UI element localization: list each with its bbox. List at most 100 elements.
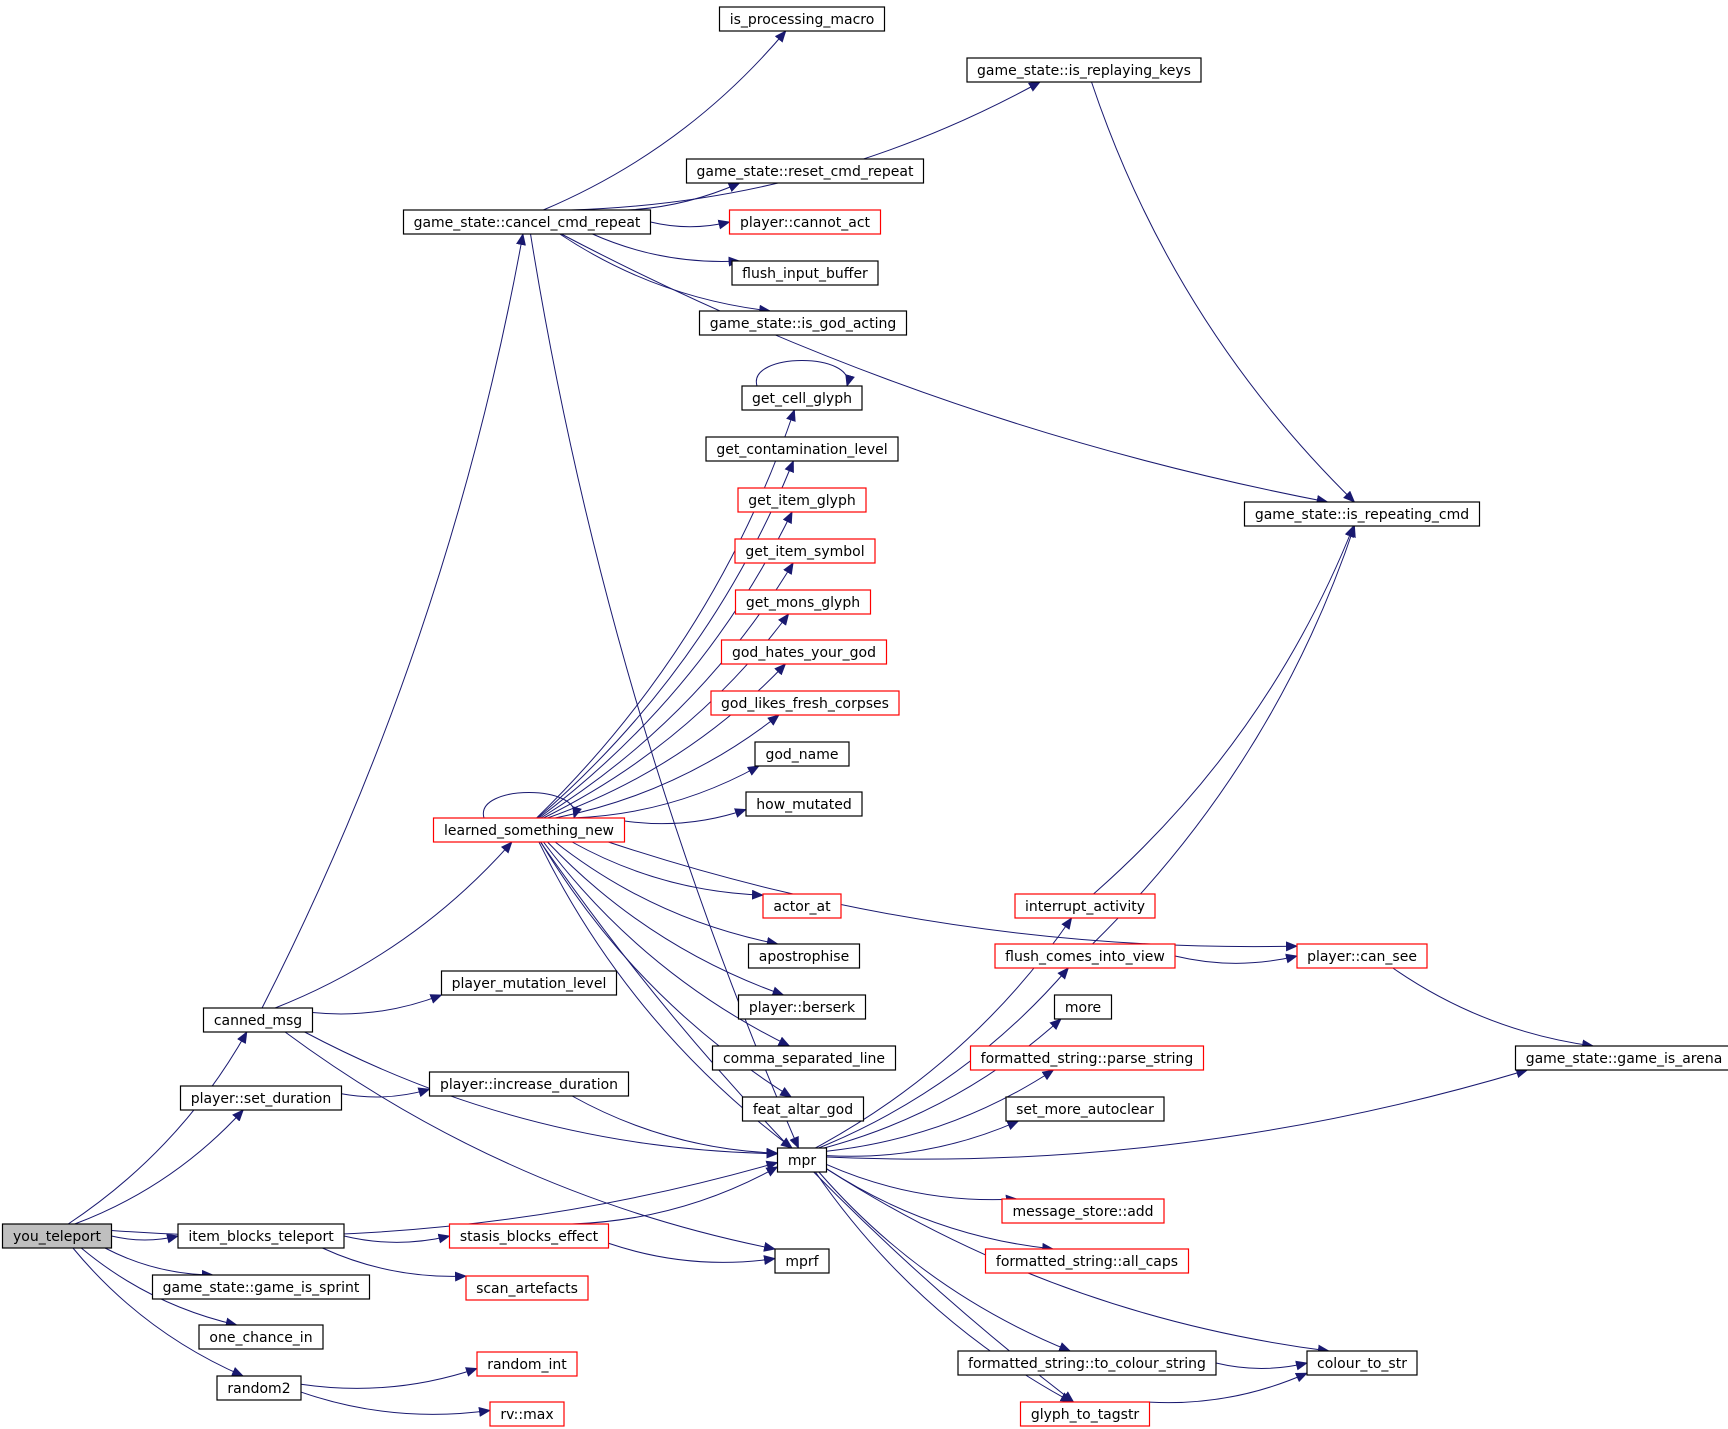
edge-item-blocks-teleport-to-stasis-blocks-effect: [343, 1233, 451, 1244]
node-is-processing-macro[interactable]: is_processing_macro: [718, 6, 886, 32]
node-get-item-symbol[interactable]: get_item_symbol: [734, 538, 876, 564]
node-box: [465, 1275, 589, 1301]
node-random2[interactable]: random2: [216, 1375, 302, 1401]
edge-mpr-to-to-colour-string: [818, 1171, 1072, 1352]
node-label: god_likes_fresh_corpses: [721, 696, 889, 712]
edge-cancel-cmd-repeat-to-is-replaying-keys: [570, 81, 1041, 211]
edge-learned-something-new-to-comma-separated-line: [543, 841, 791, 1047]
node-is-repeating-cmd[interactable]: game_state::is_repeating_cmd: [1243, 501, 1481, 527]
edge-you-teleport-to-item-blocks-teleport: [111, 1233, 179, 1244]
edge-cancel-cmd-repeat-to-is-repeating-cmd: [561, 233, 1329, 505]
node-god-likes-fresh-corpses[interactable]: god_likes_fresh_corpses: [710, 690, 900, 716]
edge-glyph-to-tagstr-to-colour-to-str: [1149, 1372, 1308, 1404]
edge-mpr-to-colour-to-str: [826, 1168, 1330, 1355]
node-one-chance-in[interactable]: one_chance_in: [198, 1324, 324, 1350]
node-more[interactable]: more: [1053, 994, 1113, 1020]
node-mprf[interactable]: mprf: [774, 1248, 830, 1274]
node-box: [448, 1223, 610, 1249]
node-cancel-cmd-repeat[interactable]: game_state::cancel_cmd_repeat: [402, 209, 652, 235]
node-label: formatted_string::all_caps: [996, 1254, 1178, 1270]
node-box: [402, 209, 652, 235]
node-feat-altar-god[interactable]: feat_altar_god: [741, 1096, 865, 1122]
node-player-mutation-level[interactable]: player_mutation_level: [440, 970, 618, 996]
node-is-god-acting[interactable]: game_state::is_god_acting: [698, 310, 908, 336]
node-label: set_more_autoclear: [1016, 1102, 1154, 1118]
node-box: [745, 791, 863, 817]
node-flush-comes-into-view[interactable]: flush_comes_into_view: [994, 943, 1176, 969]
node-get-mons-glyph[interactable]: get_mons_glyph: [734, 589, 872, 615]
node-box: [1, 1223, 113, 1249]
edge-mpr-to-game-is-arena: [826, 1068, 1529, 1160]
node-to-colour-string[interactable]: formatted_string::to_colour_string: [957, 1350, 1217, 1376]
node-parse-string[interactable]: formatted_string::parse_string: [969, 1045, 1205, 1071]
node-actor-at[interactable]: actor_at: [762, 893, 842, 919]
node-get-item-glyph[interactable]: get_item_glyph: [737, 487, 867, 513]
node-box: [428, 1071, 630, 1097]
edge-canned-msg-to-mprf: [284, 1031, 776, 1252]
node-player-set-duration[interactable]: player::set_duration: [179, 1085, 343, 1111]
edge-to-colour-string-to-colour-to-str: [1215, 1360, 1308, 1371]
node-layer: you_teleport canned_msgplayer::set_durati…: [1, 6, 1728, 1427]
node-box: [177, 1223, 345, 1249]
node-flush-input-buffer[interactable]: flush_input_buffer: [731, 260, 879, 286]
node-canned-msg[interactable]: canned_msg: [202, 1007, 314, 1033]
node-box: [711, 1045, 897, 1071]
node-reset-cmd-repeat[interactable]: game_state::reset_cmd_repeat: [685, 158, 925, 184]
edge-you-teleport-to-canned-msg: [67, 1031, 248, 1225]
node-label: stasis_blocks_effect: [460, 1229, 599, 1245]
node-rv-max[interactable]: rv::max: [489, 1401, 565, 1427]
node-get-cell-glyph[interactable]: get_cell_glyph: [741, 385, 863, 411]
edge-random2-to-random-int: [300, 1367, 478, 1389]
node-label: you_teleport: [13, 1229, 102, 1245]
node-item-blocks-teleport[interactable]: item_blocks_teleport: [177, 1223, 345, 1249]
node-learned-something-new[interactable]: learned_something_new: [432, 817, 626, 843]
node-game-is-sprint[interactable]: game_state::game_is_sprint: [151, 1274, 371, 1300]
node-get-contamination-level[interactable]: get_contamination_level: [705, 436, 899, 462]
node-you-teleport[interactable]: you_teleport: [1, 1223, 113, 1249]
node-box: [179, 1085, 343, 1111]
node-message-store-add[interactable]: message_store::add: [1001, 1198, 1165, 1224]
node-label: comma_separated_line: [723, 1051, 885, 1067]
node-all-caps[interactable]: formatted_string::all_caps: [984, 1248, 1190, 1274]
node-box: [776, 1147, 828, 1173]
node-box: [1014, 893, 1156, 919]
node-box: [705, 436, 899, 462]
node-label: one_chance_in: [209, 1330, 312, 1346]
node-box: [151, 1274, 371, 1300]
node-player-berserk[interactable]: player::berserk: [737, 994, 867, 1020]
node-is-replaying-keys[interactable]: game_state::is_replaying_keys: [966, 57, 1202, 83]
edge-cancel-cmd-repeat-to-flush-input-buffer: [592, 233, 741, 267]
node-player-cannot-act[interactable]: player::cannot_act: [728, 209, 882, 235]
node-game-is-arena[interactable]: game_state::game_is_arena: [1514, 1045, 1728, 1071]
node-god-name[interactable]: god_name: [754, 741, 850, 767]
node-apostrophise[interactable]: apostrophise: [747, 943, 861, 969]
node-interrupt-activity[interactable]: interrupt_activity: [1014, 893, 1156, 919]
node-colour-to-str[interactable]: colour_to_str: [1306, 1350, 1418, 1376]
node-god-hates-your-god[interactable]: god_hates_your_god: [720, 639, 888, 665]
node-how-mutated[interactable]: how_mutated: [745, 791, 863, 817]
node-comma-separated-line[interactable]: comma_separated_line: [711, 1045, 897, 1071]
node-label: god_name: [765, 747, 838, 763]
node-label: god_hates_your_god: [732, 645, 876, 661]
node-player-can-see[interactable]: player::can_see: [1296, 943, 1428, 969]
edge-mpr-to-flush-comes-into-view: [818, 967, 1070, 1149]
edge-stasis-blocks-effect-to-mpr: [572, 1166, 779, 1225]
node-label: canned_msg: [214, 1013, 302, 1029]
node-scan-artefacts[interactable]: scan_artefacts: [465, 1275, 589, 1301]
edge-canned-msg-to-mpr: [304, 1031, 779, 1159]
node-set-more-autoclear[interactable]: set_more_autoclear: [1005, 1096, 1165, 1122]
node-random-int[interactable]: random_int: [476, 1351, 578, 1377]
node-label: get_contamination_level: [716, 442, 887, 458]
node-mpr[interactable]: mpr: [776, 1147, 828, 1173]
node-glyph-to-tagstr[interactable]: glyph_to_tagstr: [1019, 1401, 1151, 1427]
node-stasis-blocks-effect[interactable]: stasis_blocks_effect: [448, 1223, 610, 1249]
node-label: message_store::add: [1012, 1204, 1153, 1220]
edge-you-teleport-to-player-set-duration: [74, 1109, 244, 1225]
edge-layer: [67, 30, 1595, 1417]
node-box: [718, 6, 886, 32]
node-label: is_processing_macro: [730, 12, 875, 28]
node-box: [1243, 501, 1481, 527]
edge-learned-something-new-to-player-berserk: [547, 841, 785, 997]
node-player-increase-duration[interactable]: player::increase_duration: [428, 1071, 630, 1097]
